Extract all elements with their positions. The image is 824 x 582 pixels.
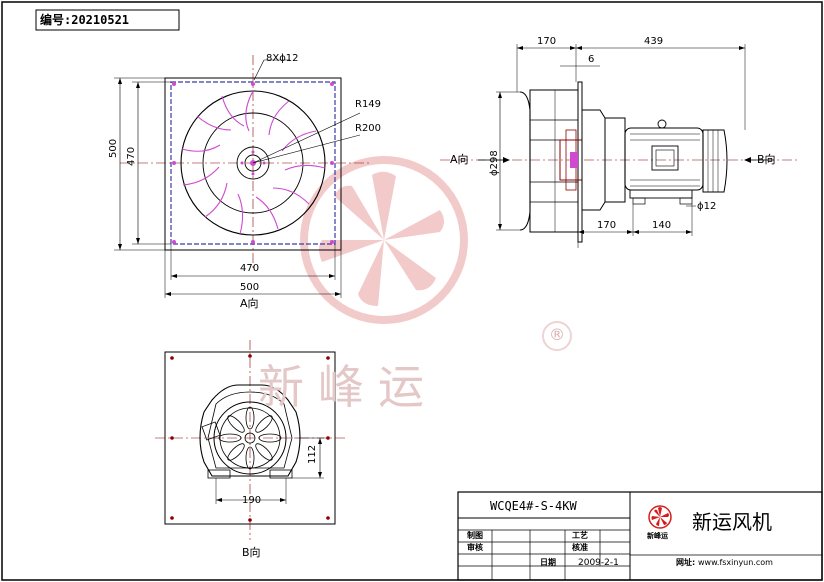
label-process: 工艺 [572, 531, 588, 540]
dim-bottom-right: 140 [652, 220, 672, 231]
dim-top-left: 170 [537, 36, 557, 47]
label-date: 日期 [540, 558, 556, 567]
arrow-a-label: A向 [450, 153, 469, 166]
dim-flange: 6 [588, 54, 595, 65]
dim-width-outer: 500 [240, 282, 260, 293]
date-value: 2009-2-1 [578, 558, 619, 568]
dim-bottom-left: 170 [597, 220, 617, 231]
label-drawn: 制图 [467, 531, 483, 540]
radius-inner-label: R149 [355, 99, 382, 110]
dim-rear-width: 190 [242, 495, 262, 506]
impeller-inner-circle [202, 112, 304, 214]
doc-number-label: 编号: [40, 13, 72, 27]
front-view [114, 55, 370, 298]
view-b-label: B向 [242, 546, 261, 559]
company-logo [648, 505, 672, 529]
website-url: www.fsxinyun.com [698, 558, 773, 567]
hole-spec-label: 8Xϕ12 [266, 53, 299, 64]
impeller-blades [181, 90, 326, 235]
model-number: WCQE4#-S-4KW [490, 499, 577, 513]
logo-caption: 新峰运 [647, 532, 668, 540]
label-approve: 核准 [572, 543, 588, 552]
arrow-b-label: B向 [757, 153, 776, 166]
dim-height-outer: 500 [108, 138, 119, 158]
dim-height-inner: 470 [126, 146, 137, 166]
rear-mounting-holes [170, 354, 330, 522]
dim-diameter: ϕ298 [489, 150, 500, 176]
website-label: 网址: [676, 558, 696, 567]
dim-top-right: 439 [644, 36, 664, 47]
side-view [440, 44, 800, 248]
company-name: 新运风机 [692, 510, 772, 534]
mounting-holes [172, 82, 334, 244]
dim-rear-height: 112 [307, 444, 318, 464]
motor-body [624, 127, 704, 191]
watermark-text: 新峰运 [258, 360, 438, 414]
title-block [457, 491, 823, 581]
doc-number-value: 20210521 [71, 13, 130, 27]
radius-outer-label: R200 [355, 123, 382, 134]
motor-fan-cover [213, 401, 287, 475]
label-review: 审核 [467, 543, 483, 552]
doc-number-box [35, 9, 180, 31]
rear-view [155, 340, 345, 540]
doc-number: 编号:20210521 [40, 14, 129, 26]
watermark-registered: ® [549, 325, 565, 344]
watermark-logo [300, 156, 572, 351]
dim-bolt: ϕ12 [697, 201, 717, 212]
view-a-label: A向 [240, 297, 259, 310]
dim-width-inner: 470 [240, 263, 260, 274]
